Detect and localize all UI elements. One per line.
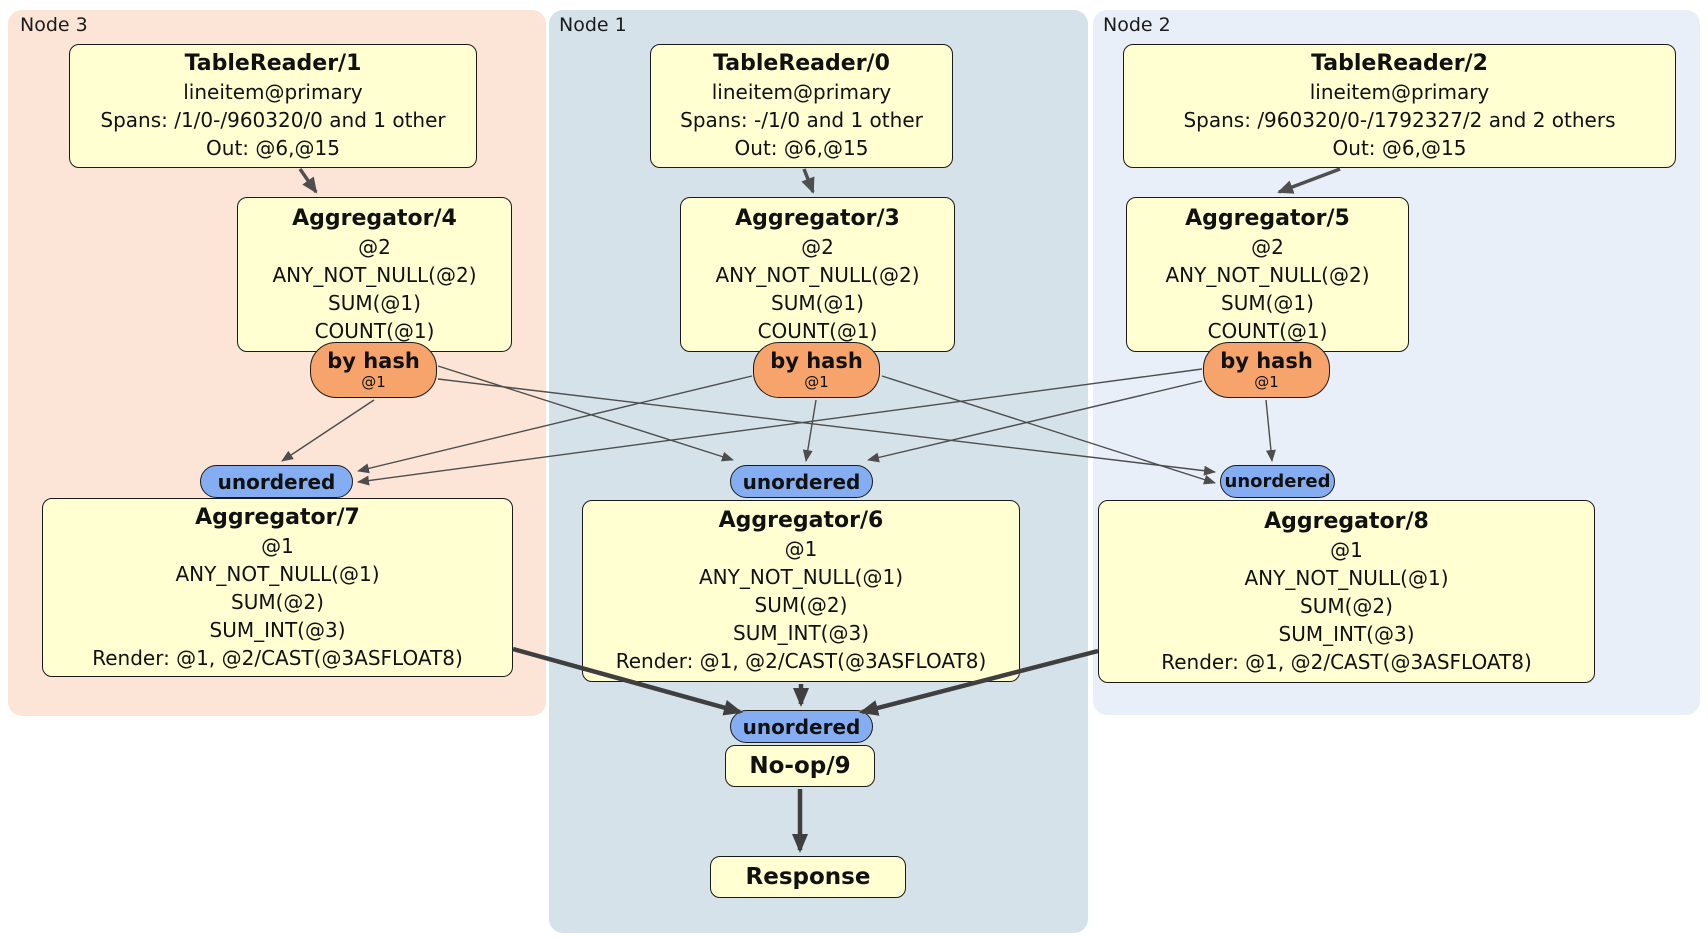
processor-row: @1 <box>261 533 294 558</box>
router-label: by hash <box>1220 349 1313 373</box>
processor-aggregator-6: Aggregator/6 @1 ANY_NOT_NULL(@1) SUM(@2)… <box>582 500 1020 682</box>
router-label: by hash <box>327 349 420 373</box>
processor-aggregator-7: Aggregator/7 @1 ANY_NOT_NULL(@1) SUM(@2)… <box>42 498 513 677</box>
processor-row: SUM(@1) <box>771 290 864 315</box>
processor-title: TableReader/0 <box>713 51 890 76</box>
processor-row: Spans: /960320/0-/1792327/2 and 2 others <box>1183 108 1616 132</box>
processor-row: ANY_NOT_NULL(@1) <box>175 561 380 586</box>
processor-row: lineitem@primary <box>1309 80 1490 104</box>
stream-unordered-node3: unordered <box>200 465 353 498</box>
processor-row: ANY_NOT_NULL(@2) <box>715 262 920 287</box>
processor-title: Aggregator/7 <box>195 504 360 530</box>
processor-row: lineitem@primary <box>711 80 892 104</box>
processor-row: SUM_INT(@3) <box>209 617 346 642</box>
processor-row: SUM_INT(@3) <box>1278 621 1415 646</box>
processor-row: ANY_NOT_NULL(@1) <box>699 565 903 589</box>
processor-title: Response <box>745 864 871 890</box>
processor-row: ANY_NOT_NULL(@2) <box>272 262 477 287</box>
processor-row: Out: @6,@15 <box>206 136 340 160</box>
processor-row: @2 <box>358 234 391 259</box>
processor-row: lineitem@primary <box>183 80 363 104</box>
processor-row: SUM(@1) <box>1221 290 1314 315</box>
processor-title: TableReader/1 <box>184 51 362 76</box>
processor-title: Aggregator/6 <box>718 508 884 533</box>
router-by-hash-node2: by hash @1 <box>1203 342 1330 398</box>
processor-row: SUM(@1) <box>328 290 421 315</box>
processor-row: @1 <box>784 537 818 561</box>
processor-row: SUM(@2) <box>754 593 848 617</box>
processor-row: @2 <box>1251 234 1284 259</box>
processor-title: Aggregator/8 <box>1264 508 1429 534</box>
router-detail: @1 <box>1254 373 1279 391</box>
processor-title: TableReader/2 <box>1311 51 1488 76</box>
processor-row: SUM_INT(@3) <box>733 621 869 645</box>
processor-row: @2 <box>801 234 834 259</box>
processor-row: ANY_NOT_NULL(@1) <box>1244 565 1449 590</box>
processor-row: COUNT(@1) <box>1207 318 1328 343</box>
processor-row: Render: @1, @2/CAST(@3ASFLOAT8) <box>1161 649 1532 674</box>
processor-row: SUM(@2) <box>1300 593 1393 618</box>
processor-title: No-op/9 <box>749 753 851 779</box>
stream-unordered-final: unordered <box>730 710 873 743</box>
processor-tablereader-2: TableReader/2 lineitem@primary Spans: /9… <box>1123 44 1676 168</box>
router-label: by hash <box>770 349 863 373</box>
processor-title: Aggregator/4 <box>292 205 457 231</box>
processor-aggregator-4: Aggregator/4 @2 ANY_NOT_NULL(@2) SUM(@1)… <box>237 197 512 352</box>
stream-unordered-node1: unordered <box>730 465 873 498</box>
router-by-hash-node1: by hash @1 <box>753 342 880 398</box>
processor-tablereader-0: TableReader/0 lineitem@primary Spans: -/… <box>650 44 953 168</box>
processor-row: Spans: /1/0-/960320/0 and 1 other <box>100 108 446 132</box>
processor-aggregator-8: Aggregator/8 @1 ANY_NOT_NULL(@1) SUM(@2)… <box>1098 500 1595 683</box>
router-detail: @1 <box>361 373 386 391</box>
processor-row: COUNT(@1) <box>757 318 878 343</box>
node-group-1-label: Node 1 <box>559 14 627 36</box>
node-group-3-label: Node 3 <box>20 14 88 36</box>
router-detail: @1 <box>804 373 829 391</box>
processor-row: Render: @1, @2/CAST(@3ASFLOAT8) <box>615 649 987 673</box>
processor-row: SUM(@2) <box>231 589 324 614</box>
router-by-hash-node3: by hash @1 <box>310 342 437 398</box>
processor-row: @1 <box>1330 537 1363 562</box>
processor-row: Spans: -/1/0 and 1 other <box>680 108 923 132</box>
processor-noop-9: No-op/9 <box>725 745 875 787</box>
processor-title: Aggregator/5 <box>1185 205 1350 231</box>
processor-aggregator-5: Aggregator/5 @2 ANY_NOT_NULL(@2) SUM(@1)… <box>1126 197 1409 352</box>
stream-unordered-node2: unordered <box>1220 465 1335 498</box>
processor-title: Aggregator/3 <box>735 205 900 231</box>
processor-row: ANY_NOT_NULL(@2) <box>1165 262 1370 287</box>
processor-aggregator-3: Aggregator/3 @2 ANY_NOT_NULL(@2) SUM(@1)… <box>680 197 955 352</box>
processor-row: Render: @1, @2/CAST(@3ASFLOAT8) <box>92 645 463 670</box>
processor-row: COUNT(@1) <box>314 318 435 343</box>
processor-tablereader-1: TableReader/1 lineitem@primary Spans: /1… <box>69 44 477 168</box>
processor-row: Out: @6,@15 <box>1332 136 1467 160</box>
processor-response: Response <box>710 856 906 898</box>
processor-row: Out: @6,@15 <box>734 136 869 160</box>
node-group-2-label: Node 2 <box>1103 14 1171 36</box>
